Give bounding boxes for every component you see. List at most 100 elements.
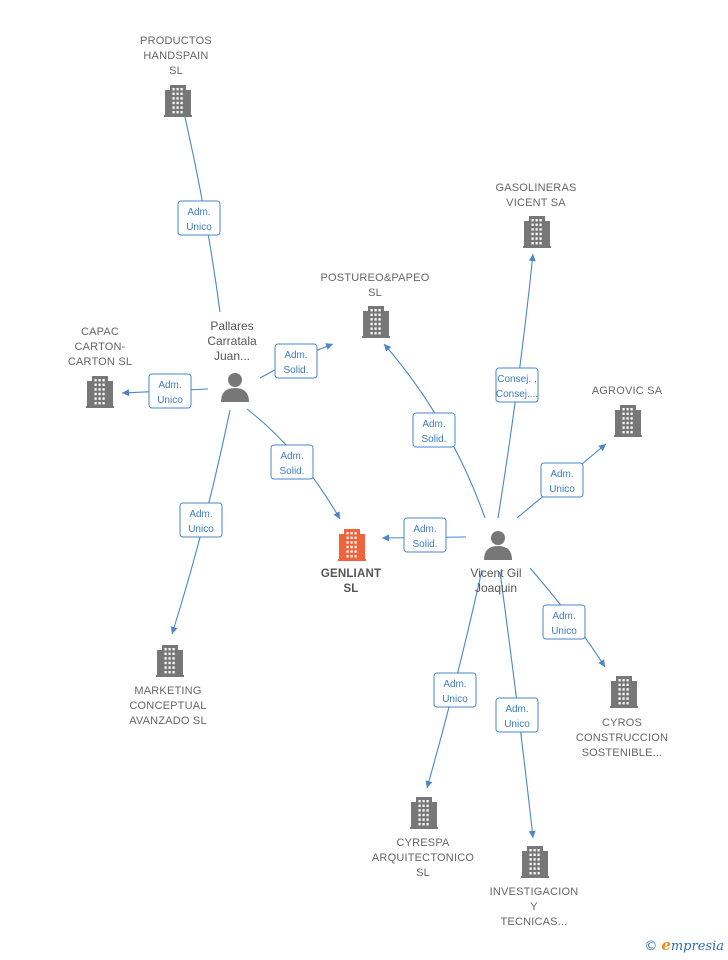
relation-badge[interactable]: Consej. , Consej....: [495, 367, 539, 403]
company-node-postureo[interactable]: POSTUREO&PAPEO SL: [321, 272, 430, 338]
relation-badge[interactable]: Adm.Unico: [542, 604, 586, 640]
building-icon: [164, 85, 192, 117]
company-label-line: MARKETING: [134, 685, 201, 697]
company-label-line: CONCEPTUAL: [129, 700, 206, 712]
person-label-line: Pallares: [210, 319, 253, 333]
relation-badge-text: Unico: [442, 694, 468, 705]
company-label-line: CAPAC: [81, 326, 119, 338]
company-node-investigacion[interactable]: INVESTIGACION Y TECNICAS...: [490, 846, 579, 928]
building-icon: [410, 797, 438, 829]
company-node-cyrespa[interactable]: CYRESPA ARQUITECTONICO SL: [372, 797, 474, 879]
company-label-line: AGROVIC SA: [592, 385, 663, 397]
building-icon: [338, 529, 366, 561]
company-label-line: CARTON-: [74, 341, 125, 353]
arrowhead: [170, 626, 178, 634]
building-icon: [156, 645, 184, 677]
arrowhead: [598, 659, 605, 667]
person-label-line: Joaquin: [475, 581, 517, 595]
arrowhead: [325, 343, 333, 350]
company-label-line: TECNICAS...: [501, 916, 568, 928]
company-label-line: CONSTRUCCION: [576, 732, 668, 744]
brand-e: e: [661, 936, 671, 954]
person-label-line: Vicent Gil: [470, 566, 521, 580]
company-node-cyros[interactable]: CYROS CONSTRUCCION SOSTENIBLE...: [576, 676, 668, 759]
relation-badge-text: Adm.: [187, 207, 210, 218]
company-label-line: SOSTENIBLE...: [582, 747, 663, 759]
relation-badge[interactable]: Adm. Unico: [148, 373, 192, 409]
relation-badge-text: Consej. ,: [497, 374, 536, 385]
relation-badge[interactable]: Adm. Unico: [540, 462, 584, 498]
relation-badge-text: Adm.: [552, 611, 575, 622]
company-label-line: SL: [169, 65, 183, 77]
copyright-symbol: ©: [644, 939, 658, 954]
relation-badge-text: Unico: [188, 524, 214, 535]
relation-badge[interactable]: Adm. Unico: [179, 502, 223, 538]
arrowhead: [384, 344, 392, 352]
company-label-line: HANDSPAIN: [143, 50, 208, 62]
building-icon: [614, 405, 642, 437]
relation-badge-text: Adm.: [413, 524, 436, 535]
person-node-pallares[interactable]: PallaresCarratalaJuan...: [207, 319, 257, 402]
arrowhead: [425, 780, 433, 788]
arrowhead: [528, 254, 536, 262]
empresia-watermark: ©empresia: [644, 936, 724, 954]
company-node-productos[interactable]: PRODUCTOS HANDSPAIN SL: [140, 35, 212, 117]
badges-layer: Adm.UnicoAdm.UnicoAdm.Solid.Adm.Solid.Ad…: [148, 200, 586, 733]
arrowhead: [528, 830, 536, 838]
relation-badge-text: Adm.: [189, 509, 212, 520]
relation-badge-text: Adm.: [158, 380, 181, 391]
company-label-line: Y: [530, 901, 538, 913]
company-label-line: SL: [416, 867, 430, 879]
company-label-line: POSTUREO&PAPEO: [321, 272, 430, 284]
building-icon: [521, 846, 549, 878]
relation-badge[interactable]: Adm.Unico: [177, 200, 221, 236]
building-icon: [523, 216, 551, 248]
arrowhead: [333, 511, 340, 519]
building-icon: [610, 676, 638, 708]
arrowhead: [122, 389, 130, 397]
person-label-line: Juan...: [214, 349, 250, 363]
company-label-line: SL: [343, 583, 358, 595]
arrowhead: [382, 534, 390, 542]
relation-badge-text: Unico: [157, 395, 183, 406]
relation-badge[interactable]: Adm. Solid.: [412, 412, 456, 448]
relation-badge[interactable]: Adm. Unico: [433, 672, 477, 708]
relation-badge-text: Solid.: [412, 539, 437, 550]
relation-badge-text: Unico: [504, 719, 530, 730]
relation-badge[interactable]: Adm.Solid.: [274, 343, 318, 379]
company-label-line: CYROS: [602, 717, 642, 729]
relation-badge[interactable]: Adm.Solid.: [270, 444, 314, 480]
relation-badge-text: Solid.: [279, 466, 304, 477]
relation-badge[interactable]: Adm. Unico: [495, 697, 539, 733]
person-label-line: Carratala: [207, 334, 257, 348]
company-label-line: VICENT SA: [506, 197, 566, 209]
company-label-line: GASOLINERAS: [495, 182, 576, 194]
building-icon: [86, 376, 114, 408]
relation-badge-text: Adm.: [505, 704, 528, 715]
person-icon: [221, 373, 249, 402]
relation-badge-text: Adm.: [422, 419, 445, 430]
company-label-line: CARTON SL: [68, 356, 132, 368]
relation-badge-text: Solid.: [421, 434, 446, 445]
company-label-line: PRODUCTOS: [140, 35, 212, 47]
company-label-line: ARQUITECTONICO: [372, 852, 474, 864]
company-node-marketing[interactable]: MARKETING CONCEPTUAL AVANZADO SL: [129, 645, 207, 727]
person-icon: [484, 531, 512, 560]
relation-badge-text: Adm.: [550, 469, 573, 480]
company-label-line: CYRESPA: [396, 837, 450, 849]
brand-rest: mpresia: [670, 939, 724, 954]
company-label-line: AVANZADO SL: [129, 715, 207, 727]
relation-badge-text: Unico: [549, 484, 575, 495]
relation-badge-text: Adm.: [443, 679, 466, 690]
company-node-capac[interactable]: CAPAC CARTON- CARTON SL: [68, 326, 132, 408]
relation-badge-text: Consej....: [496, 389, 538, 400]
relation-badge[interactable]: Adm. Solid.: [403, 517, 447, 553]
building-icon: [362, 306, 390, 338]
company-label-line: INVESTIGACION: [490, 886, 579, 898]
company-label-line: SL: [368, 287, 382, 299]
company-node-gasolineras[interactable]: GASOLINERAS VICENT SA: [495, 182, 576, 248]
company-node-agrovic[interactable]: AGROVIC SA: [592, 385, 663, 437]
